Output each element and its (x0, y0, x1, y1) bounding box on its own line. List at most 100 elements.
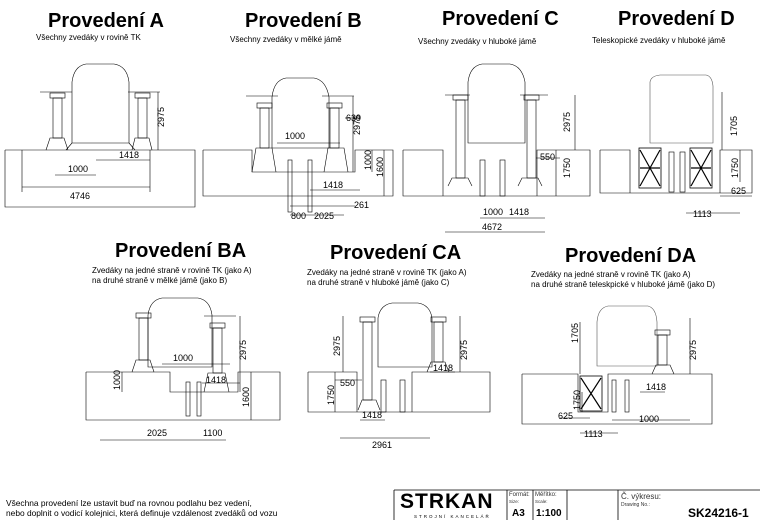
floor-with-deep-pit (521, 373, 713, 425)
dim-label: 1705 (729, 116, 739, 136)
desc-variant-da-line1: Zvedáky na jedné straně v rovině TK (jak… (531, 270, 691, 279)
dim-label: 1000 (483, 207, 503, 217)
telescopic-jack-right (689, 147, 713, 189)
variant-d-drawing: 1705 1750 625 1113 (599, 74, 753, 219)
scale-label: Měřítko: (535, 492, 557, 498)
dim-label: 1000 (173, 353, 193, 363)
dim-label: 1418 (206, 375, 226, 385)
variant-a-drawing: 2975 1000 1418 4746 (4, 63, 196, 208)
vehicle-outline (71, 63, 130, 144)
telescopic-jack-left (638, 147, 662, 189)
dim-label: 2975 (332, 336, 342, 356)
strkan-logo: STRKAN (400, 490, 494, 513)
dim-label: 2975 (238, 340, 248, 360)
desc-variant-a: Všechny zvedáky v rovině TK (36, 33, 141, 42)
dim-label: 4672 (482, 222, 502, 232)
desc-variant-ca-line1: Zvedáky na jedné straně v rovině TK (jak… (307, 268, 467, 277)
variant-ca-drawing: 2975 2975 1418 550 1750 1418 2961 (307, 302, 491, 450)
dim-label: 550 (340, 378, 355, 388)
dim-label: 1418 (509, 207, 529, 217)
telescopic-jack-left-frame (580, 377, 602, 410)
telescopic-jack-left (579, 375, 603, 412)
footer-note-line1: Všechna provedení lze ustavit buď na rov… (6, 498, 252, 508)
dim-label: 1418 (433, 363, 453, 373)
floor-with-deep-pit (402, 149, 591, 197)
dim-label: 1000 (285, 131, 305, 141)
desc-variant-b: Všechny zvedáky v mělké jámě (230, 35, 342, 44)
strkan-logo-subtitle: STROJNÍ KANCELÁŘ (414, 514, 491, 519)
variant-b-drawing: 639 2975 1000 1000 1600 1418 261 800 202… (202, 77, 394, 221)
desc-variant-ca-line2: na druhé straně v hluboké jámě (jako C) (307, 278, 450, 287)
variant-da-drawing: 1705 2975 1418 1750 625 1000 1113 (521, 305, 713, 439)
title-variant-ba: Provedení BA (115, 240, 247, 262)
floor-slab (4, 149, 196, 208)
dim-label: 2961 (372, 440, 392, 450)
jack-left-level (131, 312, 155, 373)
scale-sublabel: Scale: (535, 499, 548, 504)
dim-label: 2025 (147, 428, 167, 438)
jack-left-pit (357, 316, 381, 411)
dim-label: 261 (354, 200, 369, 210)
floor-with-deep-pit (307, 371, 491, 413)
jack-right-pit (203, 315, 236, 393)
scale-value: 1:100 (536, 508, 562, 519)
dim-label: 1418 (362, 410, 382, 420)
floor-with-deep-pit (599, 149, 753, 194)
dim-label: 550 (540, 152, 555, 162)
jack-right-level (651, 329, 675, 375)
drawing-number-sublabel: Drawing No.: (621, 502, 650, 508)
dim-label: 2975 (352, 115, 362, 135)
dim-label: 4746 (70, 191, 90, 201)
floor-with-shallow-pit (202, 149, 394, 197)
vehicle-outline (271, 77, 330, 149)
desc-variant-c: Všechny zvedáky v hluboké jámě (418, 37, 537, 46)
vehicle-outline (377, 302, 433, 368)
dim-label: 625 (731, 186, 746, 196)
dim-label: 1750 (562, 158, 572, 178)
dim-label: 2975 (156, 107, 166, 127)
vehicle-outline (467, 63, 526, 144)
dim-label: 1113 (693, 209, 712, 219)
dim-label: 2975 (459, 340, 469, 360)
dim-label: 1600 (241, 387, 251, 407)
title-variant-d: Provedení D (618, 8, 735, 30)
title-block-frame (393, 489, 760, 520)
dim-label: 1600 (375, 157, 385, 177)
dim-label: 1000 (363, 150, 373, 170)
title-variant-da: Provedení DA (565, 245, 697, 267)
drawing-number-label: Č. výkresu: (621, 492, 662, 501)
format-value: A3 (512, 508, 525, 519)
dim-label: 1705 (570, 323, 580, 343)
dim-label: 639 (346, 113, 361, 123)
jack-right (128, 91, 160, 151)
dim-label: 1000 (68, 164, 88, 174)
variant-ba-drawing: 2975 1000 1000 1418 1600 2025 1100 (85, 297, 281, 441)
dim-label: 1750 (730, 158, 740, 178)
format-sublabel: Size: (509, 499, 520, 504)
telescopic-jack-right-frame (690, 149, 712, 187)
jack-right (517, 94, 548, 187)
desc-variant-ba-line2: na druhé straně v mělké jámě (jako B) (92, 276, 228, 285)
title-variant-a: Provedení A (48, 10, 164, 32)
format-label: Formát: (509, 492, 530, 498)
dim-label: 2975 (688, 340, 698, 360)
footer-note-line2: nebo doplnit o vodicí kolejnici, která d… (6, 508, 278, 518)
jack-right (322, 95, 354, 173)
dim-label: 1113 (584, 429, 603, 439)
dim-label: 1418 (323, 180, 343, 190)
desc-variant-ba-line1: Zvedáky na jedné straně v rovině TK (jak… (92, 266, 252, 275)
dim-label: 800 (291, 211, 306, 221)
dim-label: 1418 (119, 150, 139, 160)
vehicle-outline (596, 305, 658, 367)
dim-label: 1750 (572, 390, 582, 410)
jack-left (40, 91, 72, 151)
dim-label: 1418 (646, 382, 666, 392)
jack-left (445, 94, 473, 187)
telescopic-jack-left-frame (639, 149, 661, 187)
title-variant-ca: Provedení CA (330, 242, 462, 264)
vehicle-outline (147, 297, 213, 368)
title-variant-b: Provedení B (245, 10, 362, 32)
dim-label: 625 (558, 411, 573, 421)
